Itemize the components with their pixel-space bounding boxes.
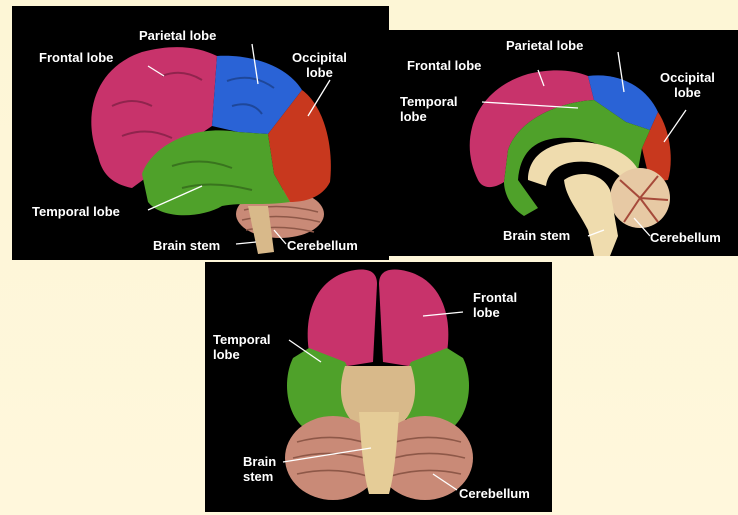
medial-label-brain-stem: Brain stem bbox=[503, 228, 570, 243]
medial-label-cerebellum: Cerebellum bbox=[650, 230, 721, 245]
medial-label-temporal-lobe: Temporal lobe bbox=[400, 94, 458, 124]
inferior-label-brain-stem: Brain stem bbox=[243, 454, 276, 484]
lateral-label-frontal-lobe: Frontal lobe bbox=[39, 50, 113, 65]
inferior-view-panel: Frontal lobe Temporal lobe Brain stem Ce… bbox=[205, 262, 552, 512]
inferior-label-cerebellum: Cerebellum bbox=[459, 486, 530, 501]
lateral-label-cerebellum: Cerebellum bbox=[287, 238, 358, 253]
medial-view-panel: Parietal lobe Frontal lobe Temporal lobe… bbox=[388, 30, 738, 256]
lateral-brain-illustration bbox=[12, 6, 389, 260]
inferior-label-frontal-lobe: Frontal lobe bbox=[473, 290, 517, 320]
inferior-label-temporal-lobe: Temporal lobe bbox=[213, 332, 271, 362]
lateral-label-occipital-lobe: Occipital lobe bbox=[292, 50, 347, 80]
lateral-label-brain-stem: Brain stem bbox=[153, 238, 220, 253]
lateral-view-panel: Frontal lobe Parietal lobe Occipital lob… bbox=[12, 6, 389, 260]
medial-label-occipital-lobe: Occipital lobe bbox=[660, 70, 715, 100]
medial-brain-stem-shape bbox=[564, 174, 618, 256]
medial-label-parietal-lobe: Parietal lobe bbox=[506, 38, 583, 53]
medial-label-frontal-lobe: Frontal lobe bbox=[407, 58, 481, 73]
lateral-label-temporal-lobe: Temporal lobe bbox=[32, 204, 120, 219]
lateral-label-parietal-lobe: Parietal lobe bbox=[139, 28, 216, 43]
